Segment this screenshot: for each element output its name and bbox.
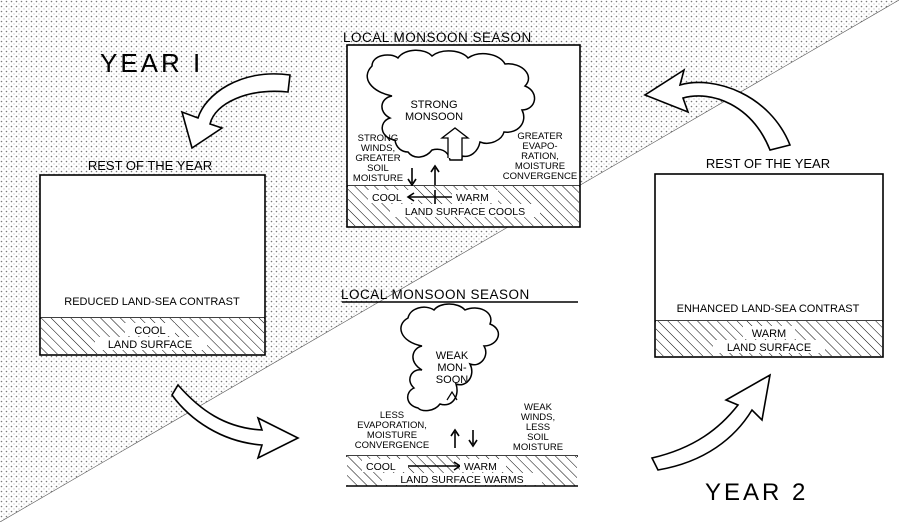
top-cloud-text-line2: MONSOON [405, 111, 463, 123]
top-warm-label: WARM [456, 192, 489, 204]
bottom-warm-label: WARM [464, 461, 497, 473]
left-panel-title: REST OF THE YEAR [88, 158, 212, 173]
bottom-left-text-line: CONVERGENCE [355, 440, 429, 451]
top-panel: LOCAL MONSOON SEASON STRONG MONSOON STRO… [343, 30, 580, 227]
top-surface-label: LAND SURFACE COOLS [405, 206, 525, 218]
left-panel: REST OF THE YEAR REDUCED LAND-SEA CONTRA… [40, 158, 265, 355]
top-panel-title: LOCAL MONSOON SEASON [343, 30, 532, 45]
bottom-panel: LOCAL MONSOON SEASON WEAK MON- SOON LESS… [341, 287, 578, 486]
right-surface-line2: LAND SURFACE [727, 342, 811, 354]
left-surface-line2: LAND SURFACE [108, 339, 192, 351]
top-right-text-line: CONVERGENCE [503, 171, 577, 182]
bottom-left-text: LESS EVAPORATION, MOISTURE CONVERGENCE [355, 410, 429, 451]
left-contrast-label: REDUCED LAND-SEA CONTRAST [64, 296, 240, 308]
top-left-text: STRONG WINDS, GREATER SOIL MOISTURE [353, 133, 403, 184]
bottom-cloud-text-line2: MON- [437, 362, 467, 374]
left-surface-line1: COOL [134, 325, 165, 337]
year2-label: YEAR 2 [705, 479, 808, 506]
curved-arrow-bottom-right [652, 375, 770, 470]
year1-label: YEAR I [100, 48, 203, 78]
right-contrast-label: ENHANCED LAND-SEA CONTRAST [677, 303, 860, 315]
bottom-cool-label: COOL [366, 461, 396, 473]
top-left-text-line: MOISTURE [353, 173, 403, 184]
right-surface-line1: WARM [752, 328, 786, 340]
right-panel-title: REST OF THE YEAR [706, 156, 830, 171]
bottom-surface-label: LAND SURFACE WARMS [400, 474, 523, 486]
bottom-panel-title: LOCAL MONSOON SEASON [341, 287, 530, 302]
right-panel: REST OF THE YEAR ENHANCED LAND-SEA CONTR… [655, 156, 883, 357]
bottom-right-text-line: MOISTURE [513, 442, 563, 453]
bottom-cloud-text-line3: SOON [436, 374, 468, 386]
top-cloud-text-line1: STRONG [410, 99, 457, 111]
bottom-cloud-text-line1: WEAK [436, 350, 469, 362]
bottom-right-text: WEAK WINDS, LESS SOIL MOISTURE [513, 402, 563, 453]
top-cool-label: COOL [372, 192, 402, 204]
